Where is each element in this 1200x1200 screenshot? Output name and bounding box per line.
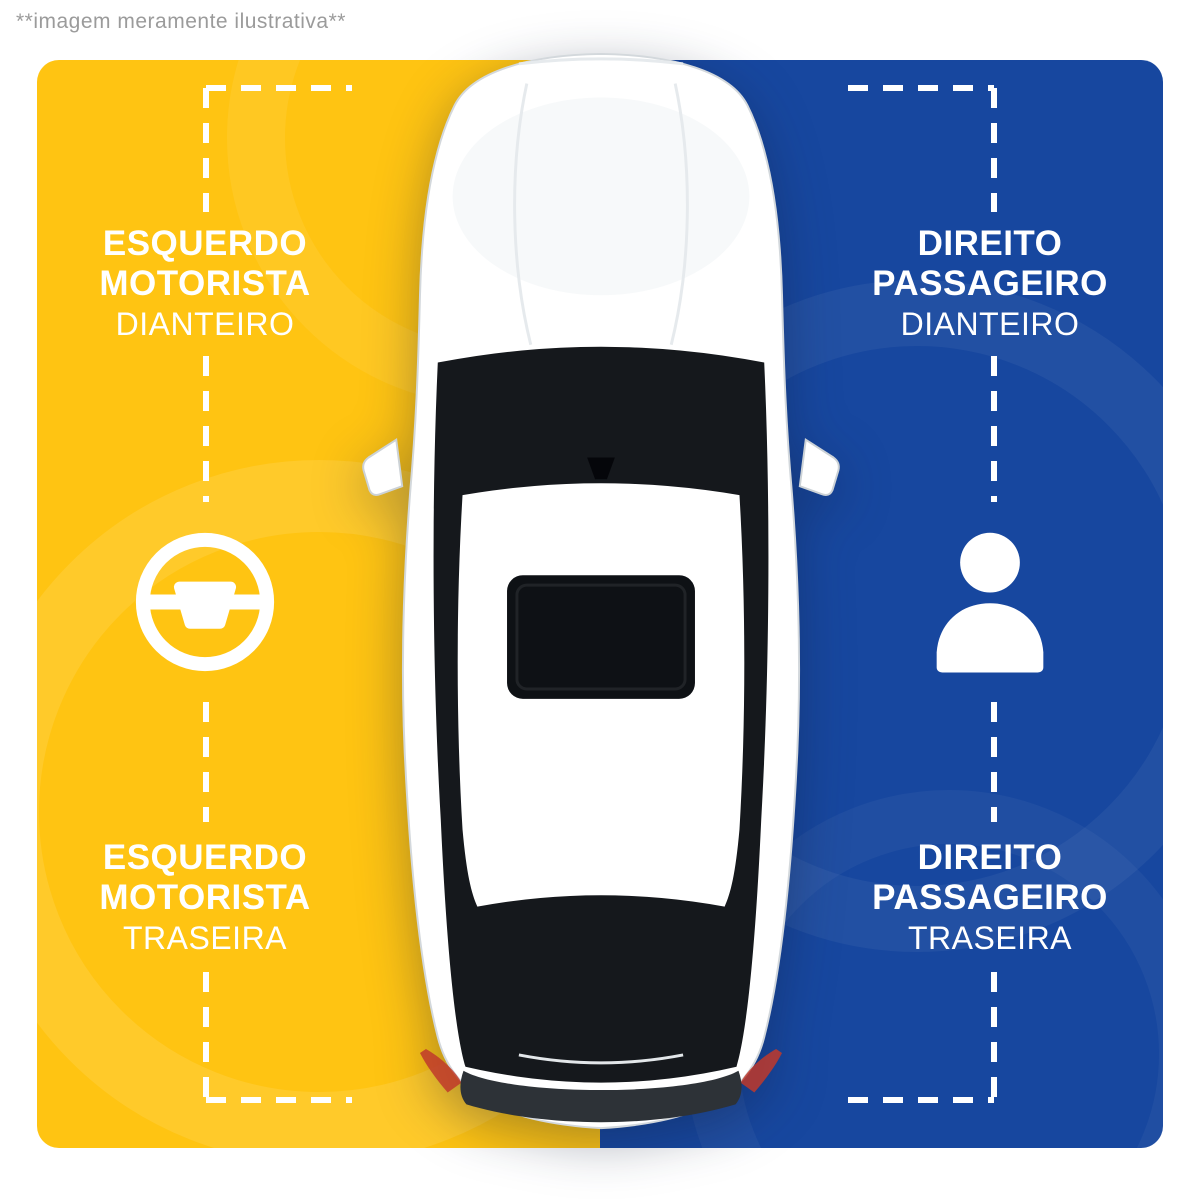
label-line: DIANTEIRO xyxy=(115,306,295,342)
disclaimer-text: **imagem meramente ilustrativa** xyxy=(16,10,346,33)
label-right-rear: DIREITO PASSAGEIRO TRASEIRA xyxy=(840,838,1140,958)
car-left-mirror xyxy=(362,438,404,496)
label-line: DIREITO xyxy=(917,224,1063,263)
label-line: ESQUERDO xyxy=(102,224,308,263)
car-sunroof xyxy=(507,575,695,699)
left-dashed-bracket xyxy=(203,85,352,1103)
car-right-taillight xyxy=(740,1049,783,1093)
car-left-taillight xyxy=(419,1049,462,1093)
car-top-view xyxy=(362,52,840,1130)
car-rear-bumper xyxy=(460,1070,742,1123)
label-line: DIREITO xyxy=(917,838,1063,877)
label-line: DIANTEIRO xyxy=(900,306,1080,342)
label-line: PASSAGEIRO xyxy=(872,264,1108,303)
right-dashed-bracket xyxy=(848,85,997,1103)
label-line: PASSAGEIRO xyxy=(872,878,1108,917)
label-line: TRASEIRA xyxy=(907,920,1073,956)
car-right-mirror xyxy=(798,438,840,496)
label-line: TRASEIRA xyxy=(122,920,288,956)
label-line: ESQUERDO xyxy=(102,838,308,877)
label-left-rear: ESQUERDO MOTORISTA TRASEIRA xyxy=(55,838,355,958)
label-right-front: DIREITO PASSAGEIRO DIANTEIRO xyxy=(840,224,1140,344)
steering-wheel-icon xyxy=(135,532,275,672)
label-line: MOTORISTA xyxy=(99,264,311,303)
label-line: MOTORISTA xyxy=(99,878,311,917)
person-icon xyxy=(936,532,1044,673)
label-left-front: ESQUERDO MOTORISTA DIANTEIRO xyxy=(55,224,355,344)
